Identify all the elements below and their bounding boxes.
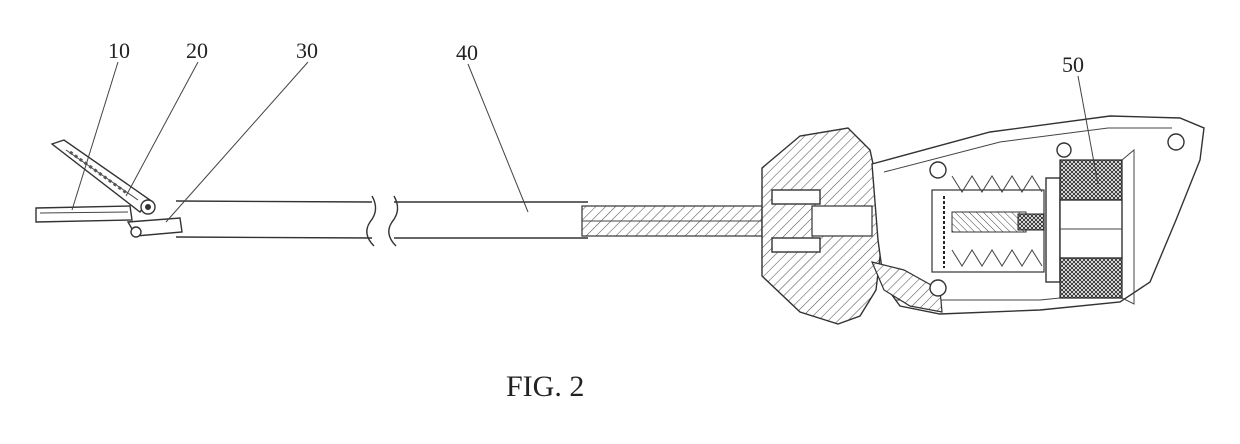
label-30: 30 (296, 38, 318, 63)
label-50: 50 (1062, 52, 1084, 77)
handle-housing (872, 116, 1204, 314)
label-10: 10 (108, 38, 130, 63)
figure-caption: FIG. 2 (506, 370, 584, 403)
label-40: 40 (456, 40, 478, 65)
jaw-assembly (36, 140, 182, 237)
rotation-knob (762, 128, 882, 324)
label-20: 20 (186, 38, 208, 63)
